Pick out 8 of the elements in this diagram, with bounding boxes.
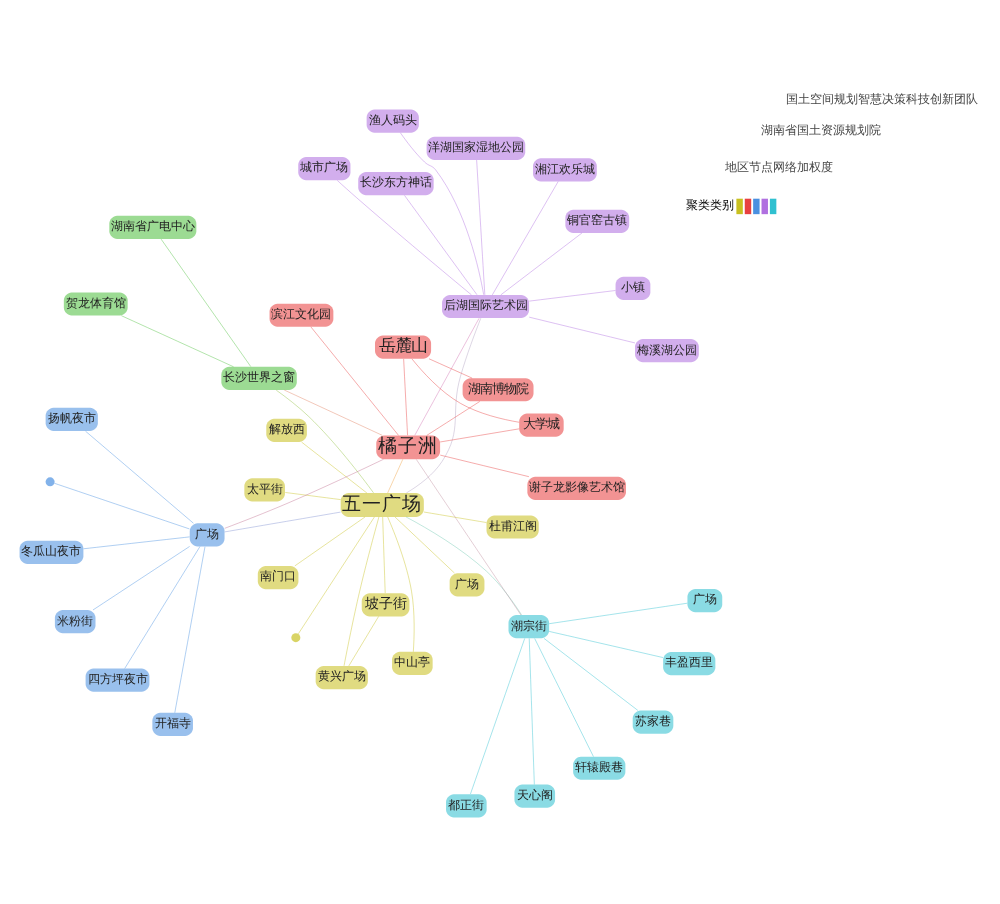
- connector: [415, 457, 522, 615]
- node-box: 岳麓山: [375, 334, 432, 358]
- node-box: 五一广场: [340, 492, 424, 516]
- node-box: 橘子洲: [376, 434, 441, 459]
- node-circle: [45, 476, 55, 486]
- connector: [224, 457, 384, 528]
- connector: [405, 515, 522, 615]
- node-circle: [291, 632, 301, 642]
